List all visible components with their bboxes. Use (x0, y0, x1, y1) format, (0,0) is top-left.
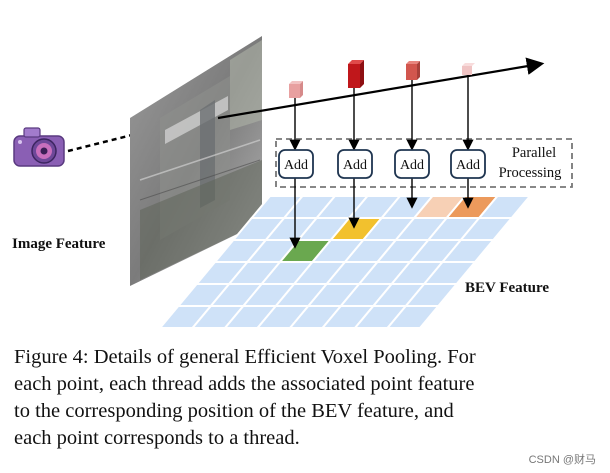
bev-feature-grid (157, 195, 533, 329)
add-label: Add (456, 158, 480, 173)
figure-diagram: Add Add Add Add Parallel Processing Imag… (12, 36, 573, 329)
add-box-2: Add (337, 149, 373, 179)
point-ray (217, 57, 545, 120)
parallel-label-line2: Processing (499, 165, 562, 181)
add-label: Add (343, 158, 367, 173)
caption-line-4: each point corresponds to a thread. (14, 427, 300, 449)
add-box-3: Add (394, 149, 430, 179)
point-cube-1 (289, 81, 303, 98)
figure-caption: Figure 4: Details of general Efficient V… (14, 344, 599, 452)
caption-line-2: each point, each thread adds the associa… (14, 373, 475, 395)
camera-icon (13, 127, 65, 167)
bev-grid-cell (385, 305, 441, 329)
point-cube-3 (406, 61, 420, 80)
caption-line-1: Figure 4: Details of general Efficient V… (14, 346, 476, 368)
parallel-processing-box (275, 138, 573, 188)
parallel-label-line1: Parallel (512, 145, 556, 161)
add-box-4: Add (450, 149, 486, 179)
caption-line-3: to the corresponding position of the BEV… (14, 400, 454, 422)
thread-arrows (289, 75, 474, 249)
point-cube-2 (348, 60, 364, 88)
add-box-1: Add (278, 149, 314, 179)
point-cube-4 (462, 63, 475, 75)
add-label: Add (284, 158, 308, 173)
add-label: Add (400, 158, 424, 173)
bev-feature-label: BEV Feature (465, 280, 549, 296)
watermark: CSDN @财马 (528, 454, 596, 466)
camera-ray (67, 126, 161, 153)
image-feature-plane (130, 36, 262, 286)
image-feature-label: Image Feature (12, 236, 106, 252)
